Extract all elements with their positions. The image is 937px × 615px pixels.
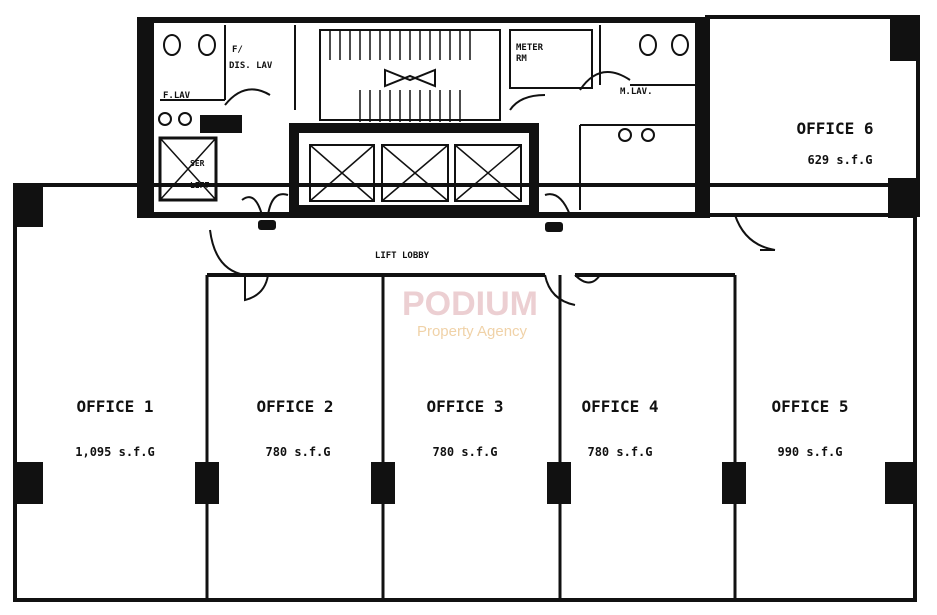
office5-area: 990 s.f.G	[777, 445, 842, 459]
office4-area: 780 s.f.G	[587, 445, 652, 459]
female-lav-label: F.LAV	[163, 91, 191, 101]
room-labels: OFFICE 1 1,095 s.f.G OFFICE 2 780 s.f.G …	[75, 43, 873, 459]
watermark: PODIUM Property Agency	[402, 285, 538, 340]
office2-name: OFFICE 2	[256, 397, 333, 416]
columns	[17, 19, 916, 504]
office2-area: 780 s.f.G	[265, 445, 330, 459]
male-lav-label: M.LAV.	[620, 87, 653, 97]
office3-area: 780 s.f.G	[432, 445, 497, 459]
service-lift-label-2: LIFT	[190, 181, 209, 190]
watermark-brand: PODIUM	[402, 285, 538, 323]
meter-room-label: METER	[516, 43, 544, 53]
office5-name: OFFICE 5	[771, 397, 848, 416]
office4-name: OFFICE 4	[581, 397, 658, 416]
dis-lav-label: F/	[232, 45, 243, 55]
office1-area: 1,095 s.f.G	[75, 445, 154, 459]
office6-name: OFFICE 6	[796, 119, 873, 138]
lobby-label: LIFT LOBBY	[375, 251, 430, 261]
meter-room-label-2: RM	[516, 54, 527, 64]
watermark-tagline: Property Agency	[417, 323, 528, 340]
dis-lav-label-2: DIS. LAV	[229, 61, 273, 71]
walls	[13, 15, 920, 602]
service-lift-label: SER	[190, 159, 205, 168]
office6-area: 629 s.f.G	[807, 153, 872, 167]
office1-name: OFFICE 1	[76, 397, 153, 416]
office3-name: OFFICE 3	[426, 397, 503, 416]
